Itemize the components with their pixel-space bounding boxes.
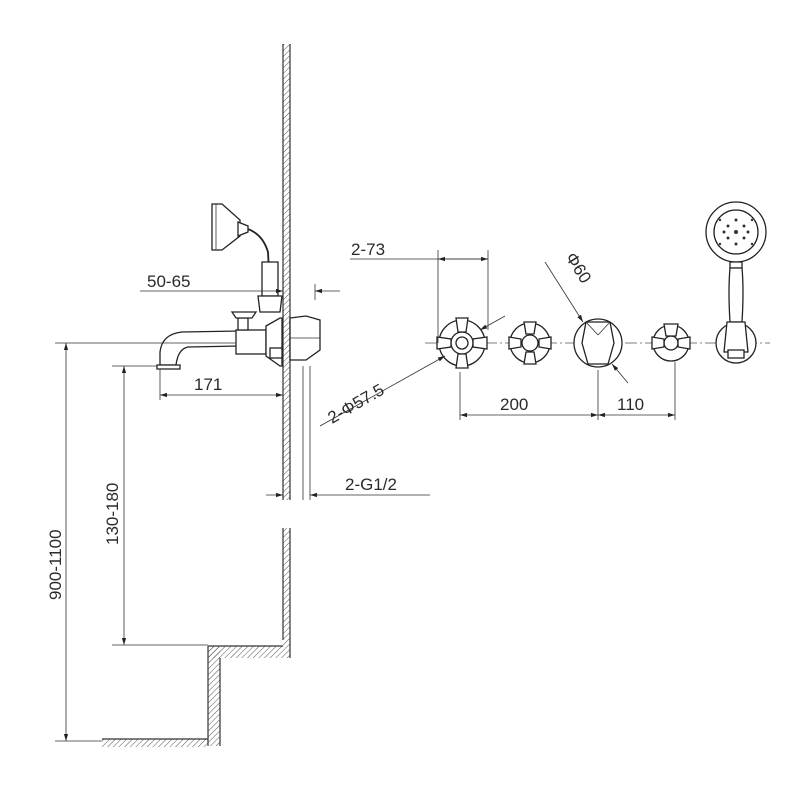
- dim-label-escutcheon-diameter: 2-Φ57.5: [325, 380, 388, 427]
- wall-section: [102, 44, 291, 747]
- dim-label-handshower-wall: 50-65: [147, 272, 190, 291]
- dim-label-spout-height: 130-180: [103, 483, 122, 545]
- spout-outlet: [651, 323, 691, 362]
- dim-label-thread: 2-G1/2: [345, 475, 397, 494]
- diverter: [573, 318, 623, 368]
- dim-label-spacing-110: 110: [617, 395, 644, 414]
- valve-handle-right: [508, 321, 552, 365]
- front-view: [425, 201, 770, 369]
- dim-label-spacing-200: 200: [500, 395, 528, 414]
- dimension-lines: [55, 250, 676, 742]
- hand-shower-front: [705, 201, 767, 364]
- dim-label-diverter-diameter: Φ60: [562, 249, 595, 287]
- dim-label-install-height: 900-1100: [46, 529, 65, 600]
- valve-handle-left: [436, 317, 488, 369]
- side-view-mixer: [156, 203, 321, 370]
- dim-label-spout-projection: 171: [194, 375, 222, 394]
- dim-label-valve-spacing: 2-73: [351, 240, 385, 259]
